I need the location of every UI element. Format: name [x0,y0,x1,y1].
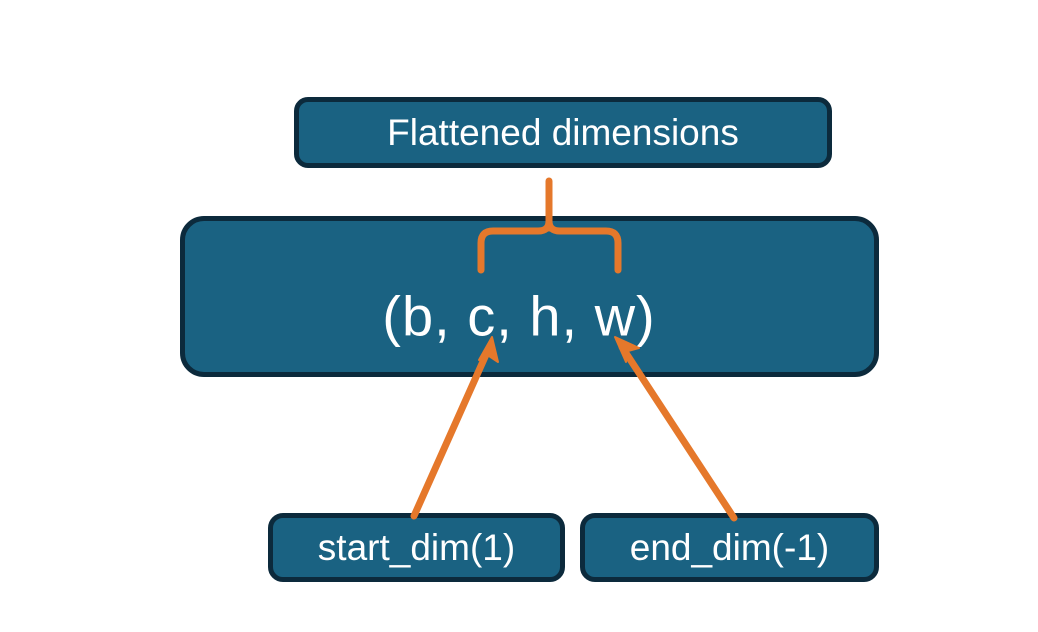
flattened-dimensions-label: Flattened dimensions [387,112,739,153]
end-dim-box: end_dim(-1) [580,513,879,582]
start-dim-label: start_dim(1) [317,527,516,568]
end-dim-label: end_dim(-1) [629,527,830,568]
flattened-dimensions-box: Flattened dimensions [294,97,832,168]
tensor-shape-label: (b, c, h, w) [382,284,656,348]
start-dim-box: start_dim(1) [268,513,565,582]
